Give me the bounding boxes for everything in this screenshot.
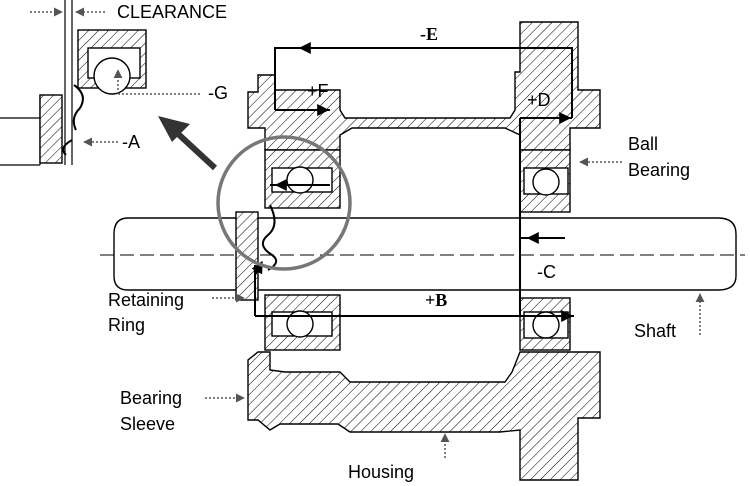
a-label: -A	[122, 132, 140, 152]
label-leaders	[205, 157, 705, 458]
retaining-ring-label-line2: Ring	[108, 315, 145, 335]
shaft	[100, 217, 745, 291]
right-bearing-upper	[519, 149, 571, 213]
c-label: -C	[537, 262, 556, 282]
detail-inset	[0, 0, 200, 166]
housing-lower	[247, 351, 601, 481]
shaft-label: Shaft	[634, 321, 676, 341]
housing-upper	[247, 21, 601, 151]
b-label: +B	[425, 290, 447, 310]
right-bearing-lower	[519, 297, 571, 351]
ball-bearing-label-line2: Bearing	[628, 160, 690, 180]
bearing-sleeve-label-line2: Sleeve	[120, 414, 175, 434]
f-label: +F	[307, 81, 329, 101]
load-path	[251, 42, 574, 322]
clearance-label: CLEARANCE	[117, 2, 227, 22]
left-bearing-upper	[264, 149, 341, 209]
magnifier-arrow-icon	[158, 116, 218, 171]
housing-label: Housing	[348, 462, 414, 482]
ball-bearing-label-line1: Ball	[628, 134, 658, 154]
d-label: +D	[527, 90, 551, 110]
bearing-sleeve-label-line1: Bearing	[120, 388, 182, 408]
retaining-ring-label-line1: Retaining	[108, 290, 184, 310]
left-bearing-lower	[264, 294, 341, 351]
magnifier-circle	[216, 135, 352, 271]
g-label: -G	[208, 83, 228, 103]
e-label: -E	[420, 24, 438, 44]
